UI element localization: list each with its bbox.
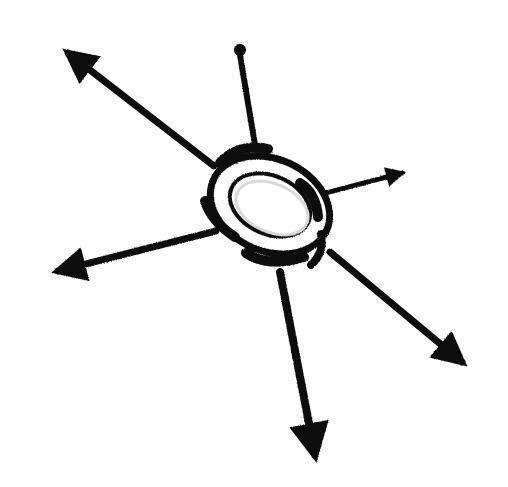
center-ring-icon <box>195 138 346 272</box>
arrow-down-right-icon <box>330 252 462 362</box>
arrow-up-tip-icon <box>234 44 246 56</box>
arrow-right-icon <box>318 173 402 195</box>
arrow-left-icon <box>58 231 216 271</box>
arrow-up-left-icon <box>68 53 214 166</box>
arrow-up-icon <box>240 55 255 145</box>
arrow-down-icon <box>280 272 315 455</box>
